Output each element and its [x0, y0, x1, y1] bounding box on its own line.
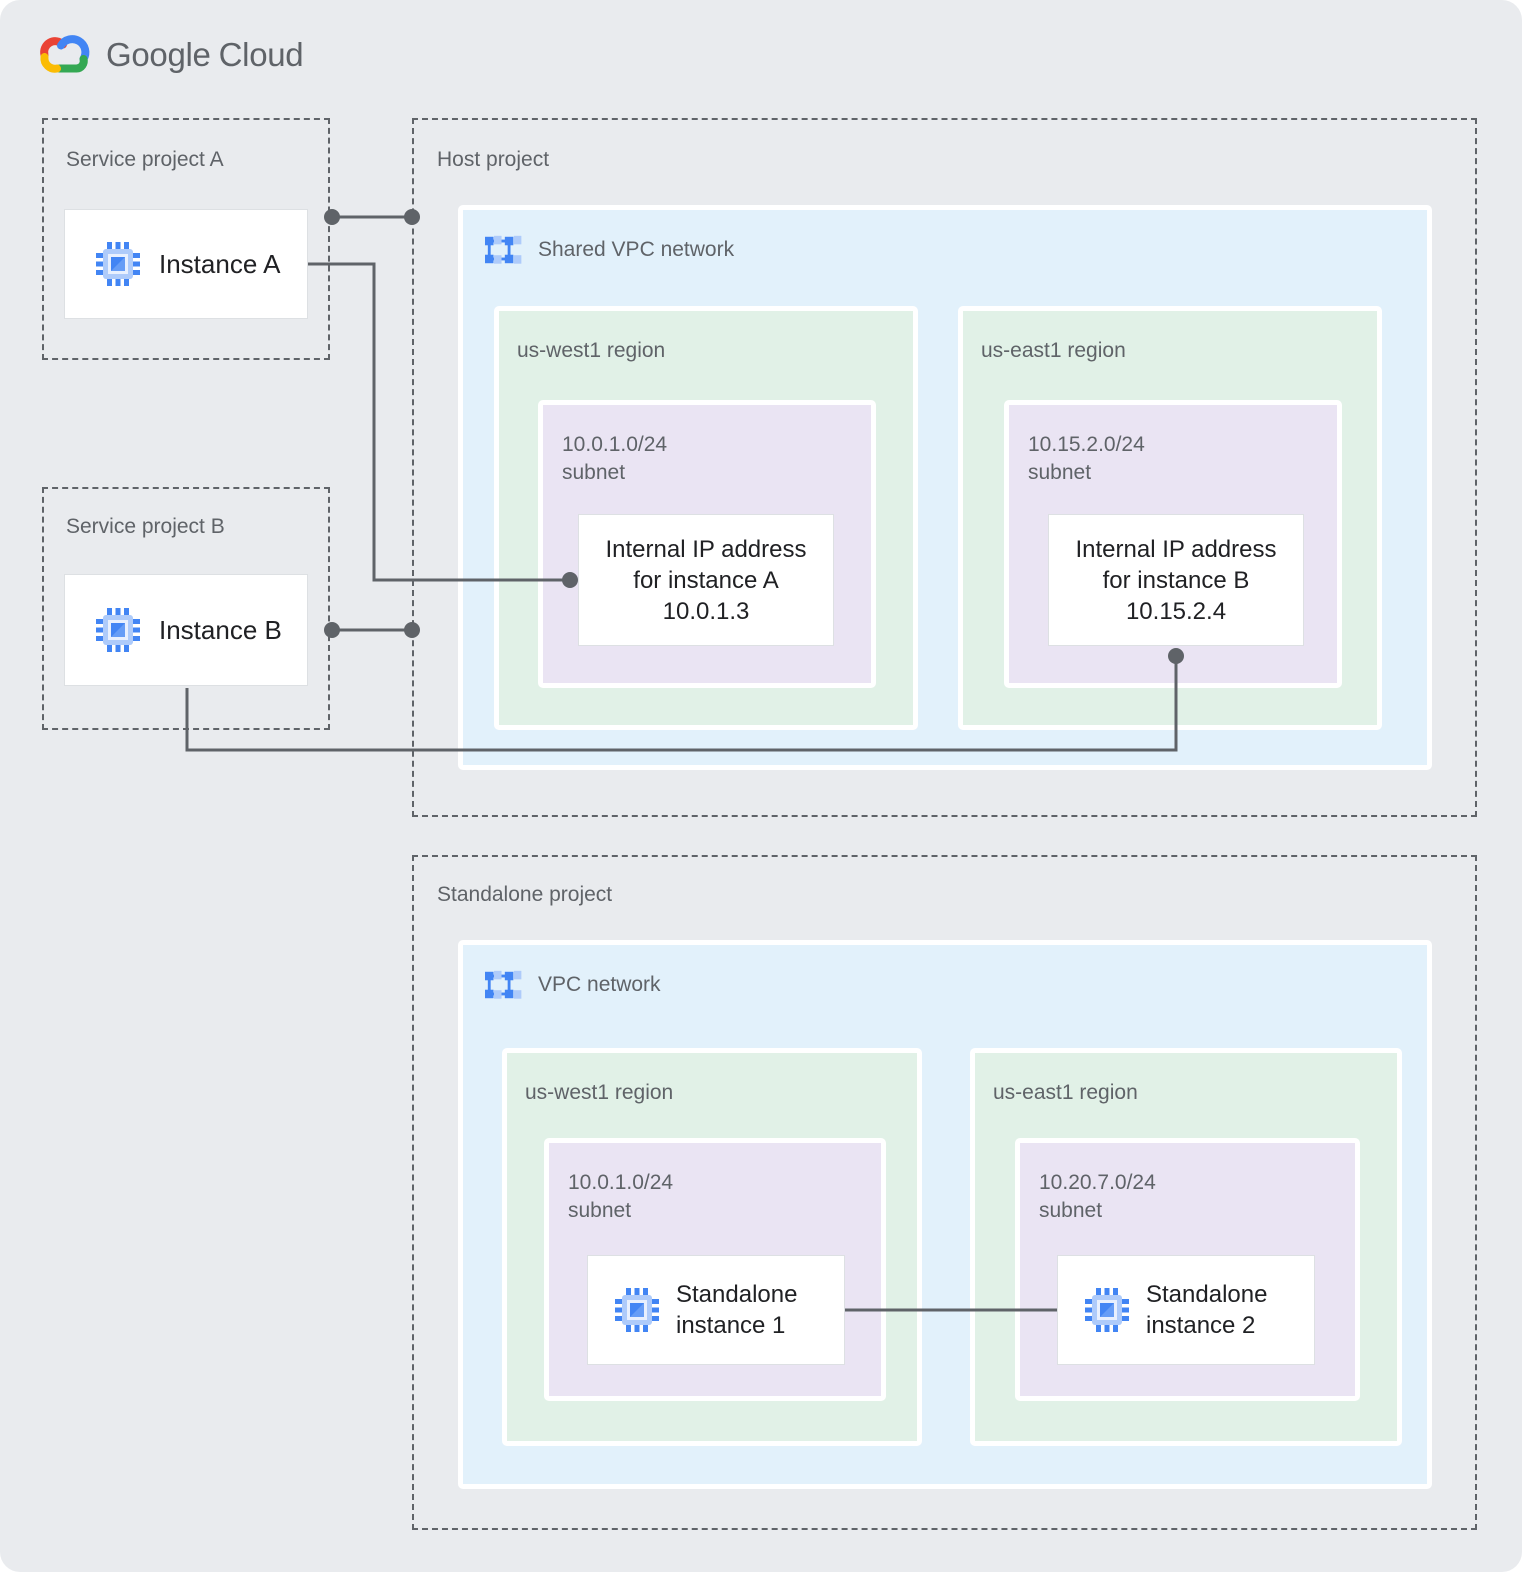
standalone-west-subnet-label: 10.0.1.0/24 subnet — [568, 1169, 673, 1225]
standalone-east-subnet-box: 10.20.7.0/24 subnet Standalone instance … — [1015, 1138, 1360, 1401]
compute-engine-icon — [1085, 1288, 1129, 1332]
ip-a-line3: 10.0.1.3 — [662, 597, 750, 625]
shared-vpc-network-label: Shared VPC network — [538, 238, 735, 261]
host-west-subnet-word: subnet — [562, 461, 626, 484]
standalone-project-box: Standalone project VPC network us-west1 … — [412, 855, 1477, 1530]
host-east-subnet-box: 10.15.2.0/24 subnet Internal IP address … — [1004, 400, 1342, 688]
standalone-project-title: Standalone project — [437, 883, 613, 906]
standalone-us-west1-region-title: us-west1 region — [525, 1081, 674, 1104]
standalone-instance-1-label: Standalone instance 1 — [676, 1281, 798, 1339]
host-west-subnet-label: 10.0.1.0/24 subnet — [562, 431, 667, 487]
standalone-west-subnet-box: 10.0.1.0/24 subnet Standalone instance 1 — [544, 1138, 886, 1401]
logo-product: Cloud — [218, 35, 304, 73]
standalone-east-subnet-word: subnet — [1039, 1199, 1103, 1222]
host-west-subnet-box: 10.0.1.0/24 subnet Internal IP address f… — [538, 400, 876, 688]
vpc-network-icon — [483, 969, 523, 1001]
internal-ip-instance-a-card: Internal IP address for instance A 10.0.… — [578, 514, 834, 646]
internal-ip-instance-b-card: Internal IP address for instance B 10.15… — [1048, 514, 1304, 646]
google-cloud-logo-icon — [40, 35, 90, 73]
ip-a-line2: for instance A — [633, 566, 779, 594]
standalone-west-subnet-word: subnet — [568, 1199, 632, 1222]
service-project-a-title: Service project A — [66, 148, 224, 171]
ip-b-line2: for instance B — [1102, 566, 1250, 594]
instance-a-label: Instance A — [159, 248, 281, 279]
host-project-box: Host project Shared VPC network us-west1… — [412, 118, 1477, 817]
vpc-network-header: VPC network — [481, 968, 661, 1002]
compute-engine-icon — [96, 608, 140, 652]
standalone-us-east1-region-title: us-east1 region — [993, 1081, 1138, 1104]
host-us-east1-region-title: us-east1 region — [981, 339, 1126, 362]
standalone-instance-2-label: Standalone instance 2 — [1146, 1281, 1268, 1339]
vpc-network-icon — [483, 234, 523, 266]
host-west-subnet-cidr: 10.0.1.0/24 — [562, 433, 668, 456]
host-us-west1-region-title: us-west1 region — [517, 339, 666, 362]
host-project-title: Host project — [437, 148, 550, 171]
service-project-b-box: Service project B Instance B — [42, 487, 330, 730]
logo-brand: Google — [106, 35, 211, 73]
standalone-instance-2-card: Standalone instance 2 — [1057, 1255, 1315, 1365]
host-us-west1-region-box: us-west1 region 10.0.1.0/24 subnet Inter… — [494, 306, 918, 730]
standalone-us-west1-region-box: us-west1 region 10.0.1.0/24 subnet Stand… — [502, 1048, 922, 1446]
host-east-subnet-cidr: 10.15.2.0/24 — [1028, 433, 1145, 456]
host-east-subnet-word: subnet — [1028, 461, 1092, 484]
instance-b-card: Instance B — [64, 574, 308, 686]
standalone-instance-1-card: Standalone instance 1 — [587, 1255, 845, 1365]
host-east-subnet-label: 10.15.2.0/24 subnet — [1028, 431, 1145, 487]
vpc-network-box: VPC network us-west1 region 10.0.1.0/24 … — [458, 940, 1432, 1489]
ip-b-line1: Internal IP address — [1075, 535, 1277, 563]
compute-engine-icon — [615, 1288, 659, 1332]
instance-a-card: Instance A — [64, 209, 308, 319]
service-project-b-title: Service project B — [66, 515, 225, 538]
instance-b-label: Instance B — [159, 614, 282, 645]
standalone-us-east1-region-box: us-east1 region 10.20.7.0/24 subnet Stan… — [970, 1048, 1402, 1446]
standalone-west-subnet-cidr: 10.0.1.0/24 — [568, 1171, 674, 1194]
standalone-east-subnet-cidr: 10.20.7.0/24 — [1039, 1171, 1156, 1194]
shared-vpc-network-box: Shared VPC network us-west1 region 10.0.… — [458, 205, 1432, 770]
standalone-east-subnet-label: 10.20.7.0/24 subnet — [1039, 1169, 1156, 1225]
service-project-a-box: Service project A Instance A — [42, 118, 330, 360]
host-us-east1-region-box: us-east1 region 10.15.2.0/24 subnet Inte… — [958, 306, 1382, 730]
shared-vpc-network-header: Shared VPC network — [481, 233, 734, 267]
vpc-network-label: VPC network — [538, 973, 661, 996]
compute-engine-icon — [96, 242, 140, 286]
ip-b-line3: 10.15.2.4 — [1125, 597, 1227, 625]
ip-a-line1: Internal IP address — [605, 535, 807, 563]
